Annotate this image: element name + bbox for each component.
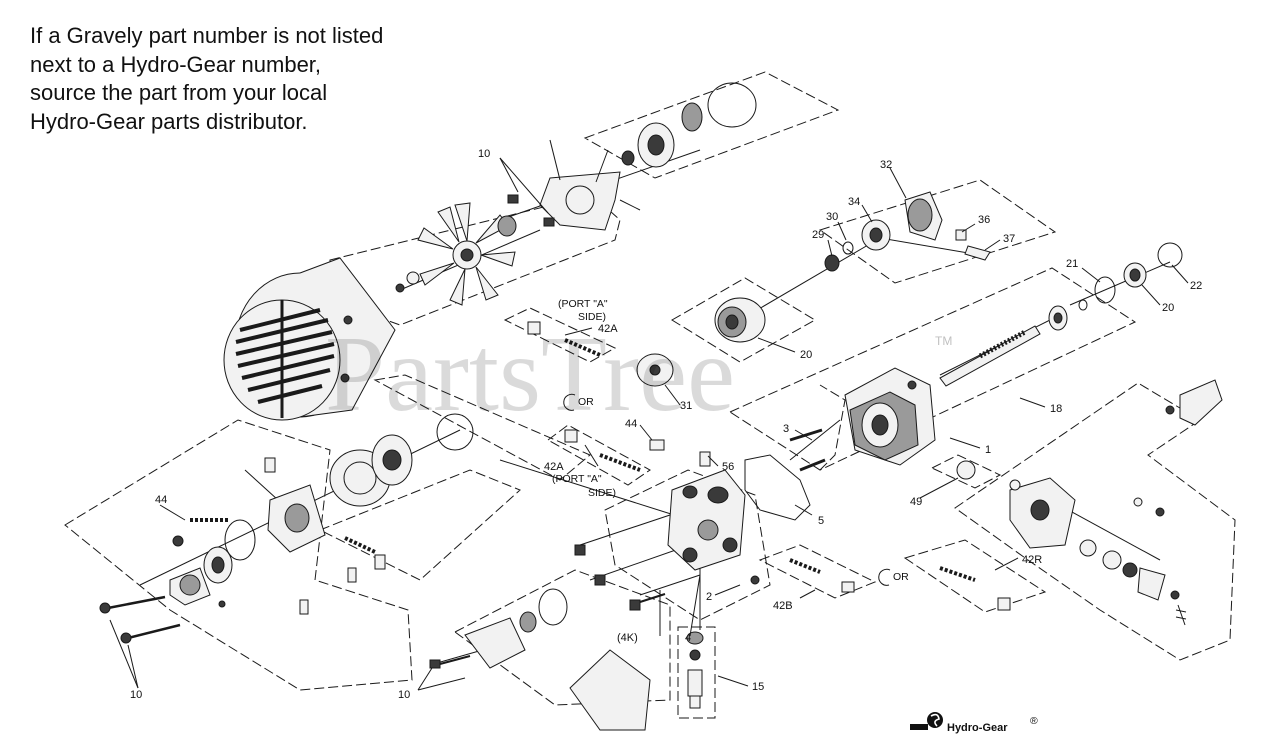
callout-49: 49	[910, 496, 922, 508]
valve-42b	[750, 558, 855, 593]
right-upper-assembly	[824, 191, 991, 272]
group-boundary-mid-valve	[318, 469, 521, 581]
mount-bracket	[569, 649, 651, 731]
group-boundary-valve-42r	[903, 539, 1047, 613]
or-label-left: OR	[578, 396, 594, 408]
group-boundary-left-pump	[64, 419, 413, 691]
callout-22: 22	[1190, 280, 1202, 292]
hydro-gear-logo-reg: ®	[1030, 715, 1038, 727]
bottom-cover	[429, 544, 666, 669]
port-a-top-line2: SIDE)	[578, 311, 606, 323]
group-boundary-bottom-cover	[454, 569, 671, 706]
callout-10-bottom-left: 10	[130, 689, 142, 701]
callout-34: 34	[848, 196, 860, 208]
cooling-fan	[395, 202, 516, 306]
group-boundary-center-housing	[604, 469, 771, 621]
callout-29: 29	[812, 229, 824, 241]
group-boundary-bearing	[671, 277, 816, 363]
group-boundary-valve-42b	[758, 544, 877, 599]
right-bearings	[1078, 242, 1183, 311]
port-a-top-line1: (PORT "A"	[558, 298, 608, 310]
callout-56: 56	[722, 461, 734, 473]
bottom-left-bolts	[99, 595, 181, 644]
callout-30: 30	[826, 211, 838, 223]
right-bracket-assembly	[1009, 379, 1223, 626]
group-boundary-right-shaft	[818, 179, 1057, 284]
valve-42a-mid	[564, 429, 665, 472]
sourcing-note-line: source the part from your local	[30, 80, 328, 105]
sourcing-note-line: If a Gravely part number is not listed	[30, 23, 384, 48]
output-shaft	[939, 305, 1068, 387]
callout-37: 37	[1003, 233, 1015, 245]
or-arrow-left	[563, 393, 576, 411]
center-block	[667, 451, 746, 571]
sourcing-note-line: Hydro-Gear parts distributor.	[30, 108, 308, 134]
callout-4k: (4K)	[617, 632, 638, 644]
watermark-text: PartsTree	[325, 315, 735, 434]
valve-42a-top	[527, 321, 601, 357]
callout-21: 21	[1066, 258, 1078, 270]
seal-49	[956, 460, 976, 480]
gasket-5	[744, 454, 811, 521]
callout-42b: 42B	[773, 600, 793, 612]
callout-labels: 10 32 34 30 29 36 37 21 22 20 20 18 1 3 …	[130, 148, 1202, 701]
port-a-mid-line2: SIDE)	[588, 487, 616, 499]
callout-44-center: 44	[625, 418, 637, 430]
center-bearing	[714, 297, 766, 343]
group-boundary-top-seal	[583, 71, 840, 179]
group-boundary-small-49	[930, 454, 1002, 489]
callout-31: 31	[680, 400, 692, 412]
valve-42r	[939, 566, 1011, 611]
port-a-mid-line1: (PORT "A"	[552, 473, 602, 485]
callout-20-center: 20	[800, 349, 812, 361]
sourcing-note-line: next to a Hydro-Gear number,	[30, 51, 322, 77]
or-label-right: OR	[893, 571, 909, 583]
callout-42a-mid: 42A	[544, 461, 564, 473]
group-boundary-valve-42a-mid	[547, 424, 651, 486]
left-pump-assembly	[169, 413, 474, 615]
or-arrow-right	[878, 568, 891, 586]
group-boundary-valve-42a-top	[503, 307, 617, 363]
group-boundary-right-bracket	[954, 382, 1236, 661]
callout-36: 36	[978, 214, 990, 226]
group-boundary-output-shaft	[728, 267, 1137, 471]
main-housing	[844, 367, 936, 466]
leader-lines	[109, 157, 1189, 691]
callout-44-left: 44	[155, 494, 167, 506]
hydro-gear-logo: Hydro-Gear ®	[910, 712, 1038, 734]
callout-5: 5	[818, 515, 824, 527]
hydro-gear-logo-text: Hydro-Gear	[947, 722, 1008, 734]
callout-10-top: 10	[478, 148, 490, 160]
callout-10-bottom-mid: 10	[398, 689, 410, 701]
sourcing-note: If a Gravely part number is not listed n…	[30, 22, 450, 136]
group-boundary-main-housing	[373, 374, 591, 481]
callout-32: 32	[880, 159, 892, 171]
fan-bracket	[497, 139, 641, 237]
group-boundary-valve-15	[677, 626, 716, 719]
callout-3: 3	[783, 423, 789, 435]
callout-20-right: 20	[1162, 302, 1174, 314]
callout-42a-top: 42A	[598, 323, 618, 335]
callout-4: 4	[685, 632, 691, 644]
callout-18: 18	[1050, 403, 1062, 415]
callout-15: 15	[752, 681, 764, 693]
callout-1: 1	[985, 444, 991, 456]
group-boundary-housing-link	[819, 384, 846, 471]
valve-15	[686, 631, 704, 709]
top-seal-assembly	[621, 82, 757, 168]
fan-housing	[223, 257, 396, 421]
callout-2: 2	[706, 591, 712, 603]
watermark-tm: TM	[935, 334, 952, 348]
plate-31	[636, 353, 674, 387]
callout-42r: 42R	[1022, 554, 1042, 566]
